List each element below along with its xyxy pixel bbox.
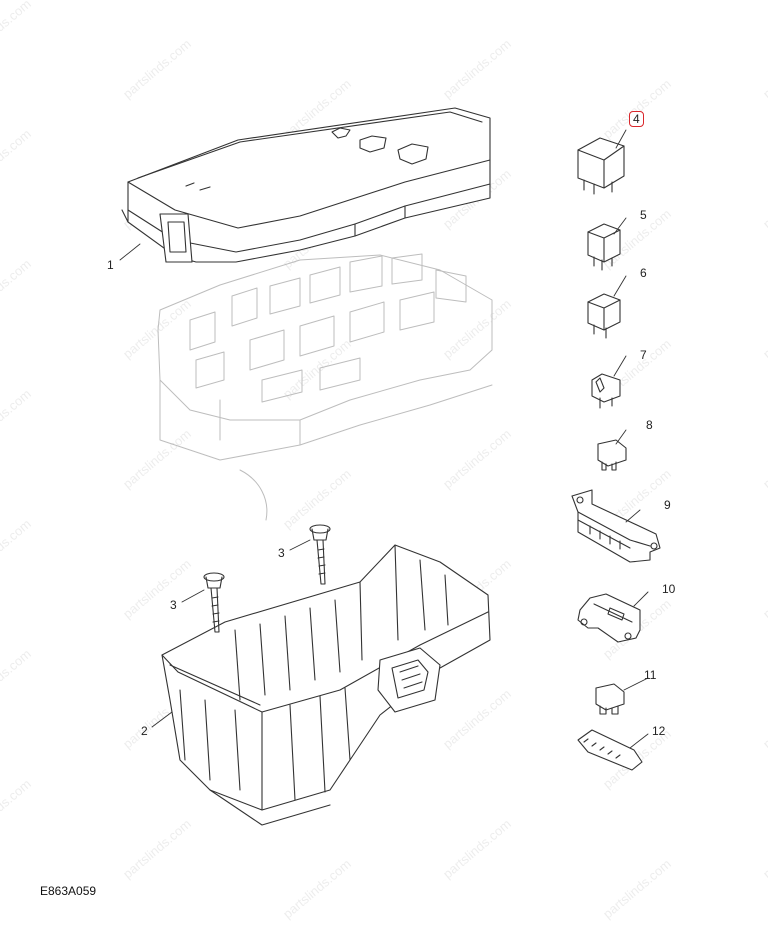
maxi-fuse <box>595 683 625 715</box>
mounting-bolt-left <box>203 572 225 633</box>
mounting-bolt-right <box>309 524 331 585</box>
leader-lines <box>119 129 649 749</box>
control-module <box>577 593 641 643</box>
mini-fuse <box>597 439 627 471</box>
callout-12: 12 <box>652 724 666 738</box>
fuse-puller <box>577 729 643 771</box>
callout-5: 5 <box>640 208 647 222</box>
fuse-box-cover <box>121 107 491 263</box>
internal-relay-block-ghost <box>157 253 493 521</box>
callout-7: 7 <box>640 348 647 362</box>
callout-10: 10 <box>662 582 676 596</box>
callout-3-right: 3 <box>278 546 285 560</box>
callout-3-left: 3 <box>170 598 177 612</box>
fuse-link-module <box>571 489 661 563</box>
callout-8: 8 <box>646 418 653 432</box>
callout-6: 6 <box>640 266 647 280</box>
callout-4-highlighted: 4 <box>629 111 644 127</box>
callout-2: 2 <box>141 724 148 738</box>
callout-11: 11 <box>644 668 657 682</box>
micro-relay <box>591 373 621 409</box>
callout-1: 1 <box>107 258 114 272</box>
fuse-box-lower-housing <box>161 544 491 826</box>
relay-large <box>577 137 625 195</box>
callout-9: 9 <box>664 498 671 512</box>
relay-small <box>587 293 621 339</box>
relay-medium <box>587 223 621 271</box>
diagram-reference-code: E863A059 <box>40 884 97 898</box>
